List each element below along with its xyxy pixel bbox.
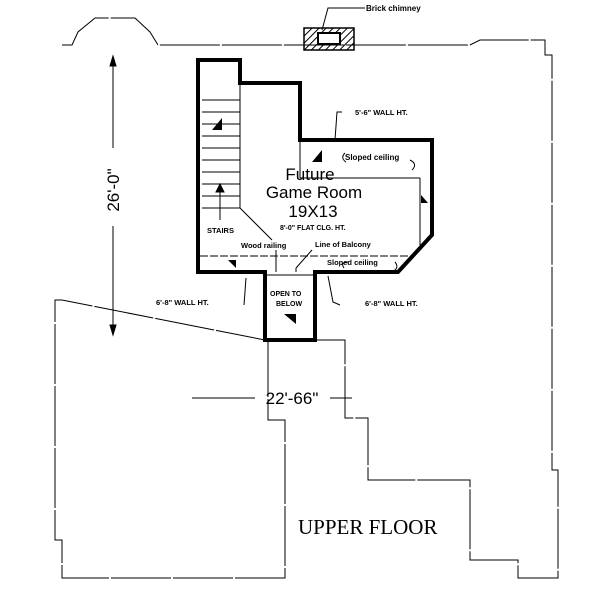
- ceiling-height: 8'-0" FLAT CLG. HT.: [280, 225, 346, 232]
- open-to-below-2: BELOW: [276, 301, 302, 308]
- open-to-below-1: OPEN TO: [270, 291, 302, 298]
- vertical-dimension: 26'-0": [104, 168, 123, 211]
- room-name-1: Future: [285, 165, 334, 184]
- wall-ht-right: 6'-8" WALL HT.: [365, 299, 418, 308]
- stairs-label: STAIRS: [207, 226, 234, 235]
- wall-ht-left: 6'-8" WALL HT.: [156, 298, 209, 307]
- room-size: 19X13: [288, 202, 337, 221]
- plan-title: UPPER FLOOR: [298, 515, 437, 539]
- chimney-label: Brick chimney: [366, 4, 421, 13]
- stairs: [202, 83, 273, 241]
- room-name-2: Game Room: [266, 183, 362, 202]
- wall-ht-top: 5'-6" WALL HT.: [355, 108, 408, 117]
- house-outline: [54, 17, 559, 579]
- sloped-ceiling-top: Sloped ceiling: [345, 153, 399, 162]
- balcony-label: Line of Balcony: [315, 240, 372, 249]
- horizontal-dimension: 22'-66": [266, 389, 319, 408]
- wood-railing-label: Wood railing: [241, 241, 287, 250]
- sloped-ceiling-bottom: Sloped ceiling: [327, 258, 378, 267]
